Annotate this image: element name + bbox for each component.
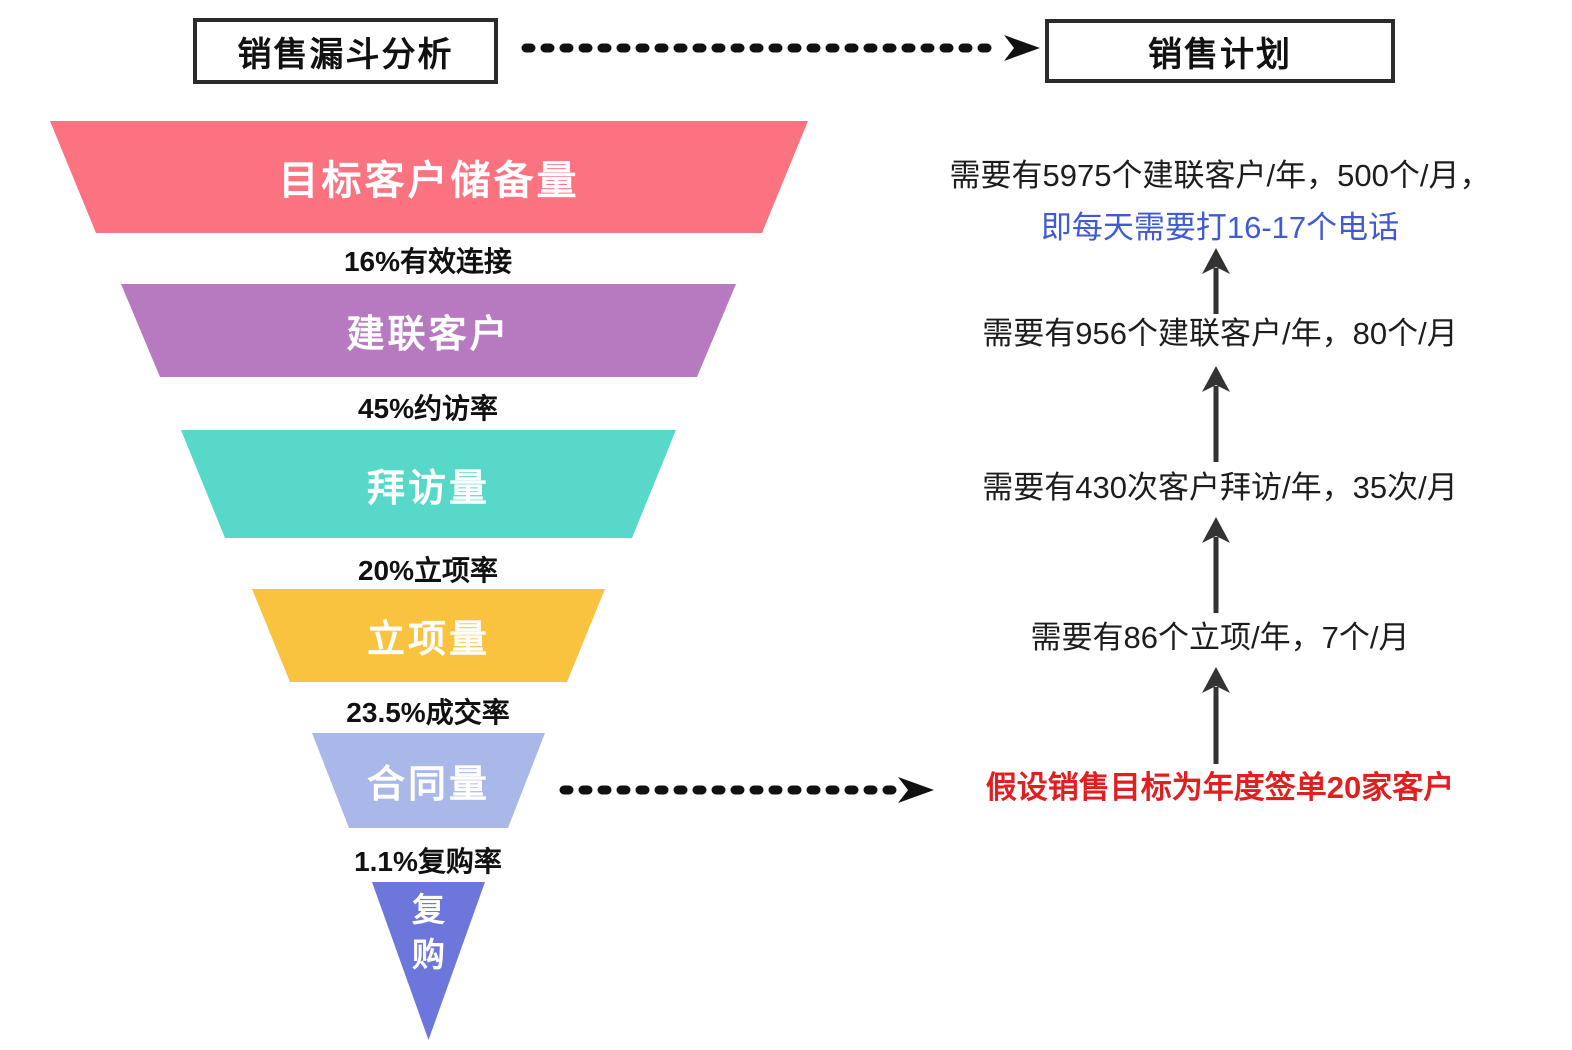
up-arrow-icon <box>1202 517 1230 613</box>
funnel-level-label: 拜访量 <box>366 467 490 510</box>
rate-repurchase: 1.1%复购率 <box>354 846 502 877</box>
rate-effective-connection: 16%有效连接 <box>343 246 513 277</box>
up-arrow-icon <box>1202 366 1230 462</box>
rate-deal-close: 23.5%成交率 <box>346 697 510 728</box>
funnel-level-label: 立项量 <box>366 619 490 661</box>
plan-text-calls: 需要有5975个建联客户/年，500个/月， 即每天需要打16-17个电话 <box>890 150 1550 254</box>
funnel-level-contracts: 合同量 <box>312 733 545 828</box>
plan-title-box: 销售计划 <box>1045 19 1395 83</box>
funnel-title-box: 销售漏斗分析 <box>193 18 498 84</box>
funnel-level-label: 建联客户 <box>346 314 511 356</box>
rate-appointment: 45%约访率 <box>357 393 499 424</box>
funnel-level-projects: 立项量 <box>252 589 605 682</box>
dashed-right-arrow-icon <box>559 777 934 803</box>
funnel-level-repurchase: 复购 <box>372 882 485 1040</box>
up-arrow-icon <box>1202 248 1230 314</box>
plan-text-visits: 需要有430次客户拜访/年，35次/月 <box>982 470 1458 505</box>
funnel-level-visits: 拜访量 <box>181 430 676 538</box>
plan-text-connected: 需要有956个建联客户/年，80个/月 <box>982 316 1458 351</box>
plan-text-line: 需要有5975个建联客户/年，500个/月， <box>949 158 1491 193</box>
dashed-right-arrow-icon <box>521 35 1040 61</box>
funnel-title: 销售漏斗分析 <box>237 35 454 74</box>
rate-project-initiation: 20%立项率 <box>357 555 499 586</box>
funnel-level-label: 复购 <box>412 891 445 973</box>
funnel-level-label: 目标客户储备量 <box>278 159 580 203</box>
funnel-level-connected-customers: 建联客户 <box>121 284 736 377</box>
plan-text-highlight-blue: 即每天需要打16-17个电话 <box>1040 210 1400 245</box>
plan-text-projects: 需要有86个立项/年，7个/月 <box>1030 620 1410 655</box>
plan-text-sales-goal: 假设销售目标为年度签单20家客户 <box>985 770 1455 805</box>
plan-title: 销售计划 <box>1148 35 1292 74</box>
funnel-level-label: 合同量 <box>366 764 490 806</box>
up-arrow-icon <box>1202 667 1230 764</box>
funnel-level-target-customers: 目标客户储备量 <box>50 121 808 233</box>
